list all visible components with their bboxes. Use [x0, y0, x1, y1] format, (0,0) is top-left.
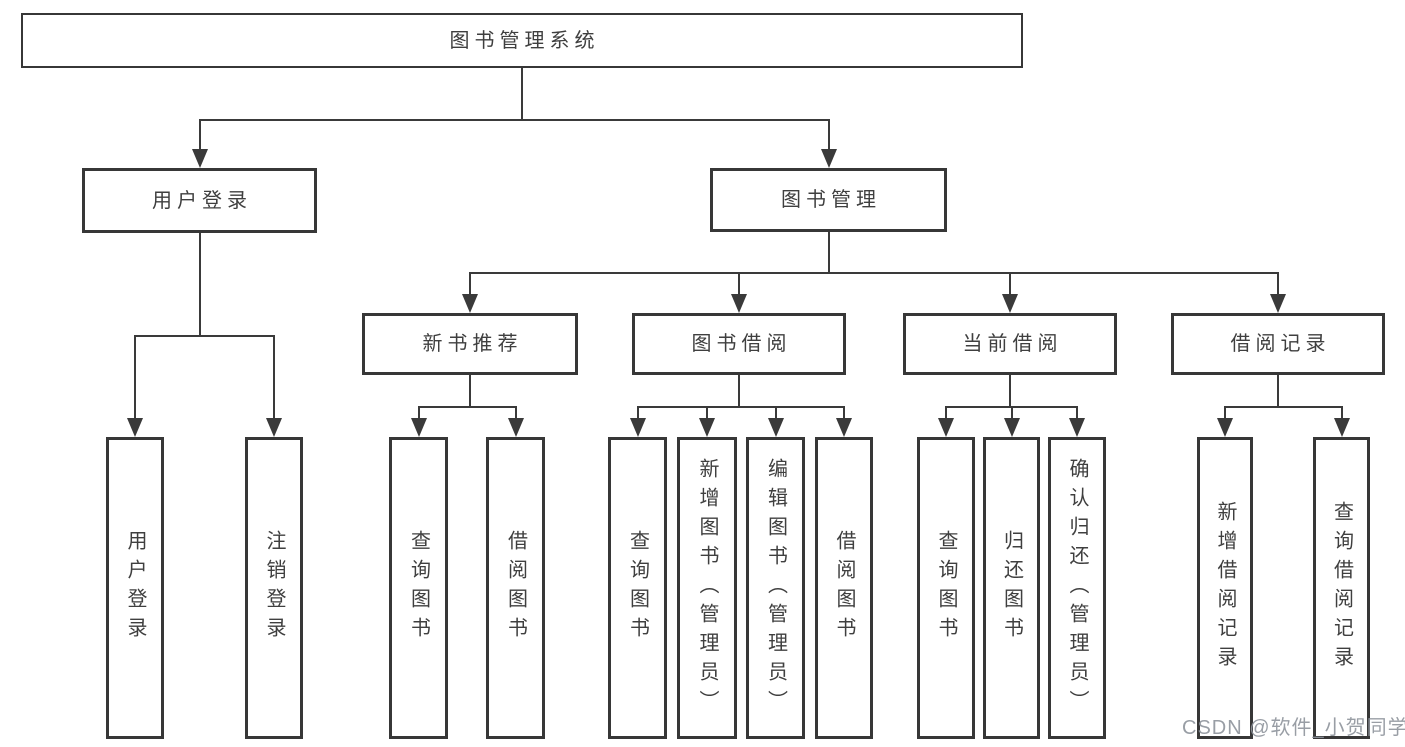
arrowhead-book-management [820, 149, 837, 168]
node-leaf-nb-borrow-books: 借阅图书 [486, 437, 545, 739]
arrowhead-leaf-bb-add-books [699, 418, 715, 437]
arrowhead-leaf-bb-edit-books [767, 418, 784, 437]
node-borrowing-records: 借阅记录 [1171, 313, 1385, 375]
arrowhead-new-book-recommend [462, 294, 478, 313]
connector-bus-book-borrowing [636, 406, 845, 408]
node-label-leaf-bb-edit-books: 编辑图书（管理员） [764, 457, 787, 719]
arrowhead-leaf-br-query-record [1333, 418, 1350, 437]
connector-drop-user-login [198, 119, 201, 149]
connector-bus-user-login [134, 335, 275, 337]
node-label-leaf-cb-return-books: 归还图书 [1000, 530, 1023, 646]
node-label-leaf-cb-confirm-return: 确认归还（管理员） [1066, 457, 1088, 719]
arrowhead-current-borrowing [1002, 294, 1018, 313]
connector-drop-new-book-recommend [469, 272, 471, 294]
node-current-borrowing: 当前借阅 [903, 313, 1117, 375]
node-label-borrowing-records: 借阅记录 [1230, 333, 1331, 355]
node-label-leaf-nb-borrow-books: 借阅图书 [504, 530, 527, 646]
connector-drop-leaf-br-add-record [1224, 406, 1226, 418]
connector-stem-new-book-recommend [469, 375, 471, 406]
node-book-management: 图书管理 [710, 168, 947, 232]
connector-drop-book-management [827, 119, 830, 149]
connector-drop-current-borrowing [1009, 272, 1011, 294]
node-label-leaf-nb-query-books: 查询图书 [407, 530, 430, 646]
node-label-leaf-bb-query-books: 查询图书 [626, 530, 649, 646]
node-leaf-logout: 注销登录 [245, 437, 303, 739]
node-leaf-cb-confirm-return: 确认归还（管理员） [1048, 437, 1106, 739]
node-leaf-br-query-record: 查询借阅记录 [1313, 437, 1370, 739]
arrowhead-leaf-user-login [127, 418, 143, 437]
node-leaf-bb-borrow-books: 借阅图书 [815, 437, 873, 739]
connector-drop-leaf-cb-confirm-return [1076, 406, 1078, 418]
node-leaf-bb-query-books: 查询图书 [608, 437, 667, 739]
node-book-borrowing: 图书借阅 [632, 313, 846, 375]
node-root: 图书管理系统 [21, 13, 1023, 68]
arrowhead-leaf-cb-return-books [1003, 418, 1020, 437]
node-label-root: 图书管理系统 [449, 29, 600, 52]
arrowhead-leaf-bb-borrow-books [836, 418, 852, 437]
connector-drop-borrowing-records [1277, 272, 1279, 294]
node-label-leaf-cb-query-books: 查询图书 [935, 530, 957, 646]
node-leaf-bb-edit-books: 编辑图书（管理员） [746, 437, 805, 739]
node-label-book-borrowing: 图书借阅 [691, 333, 792, 355]
arrowhead-leaf-br-add-record [1217, 418, 1233, 437]
node-label-leaf-bb-add-books: 新增图书（管理员） [696, 457, 718, 719]
connector-bus-root [198, 119, 830, 121]
node-label-leaf-br-query-record: 查询借阅记录 [1330, 501, 1353, 675]
connector-drop-leaf-nb-borrow-books [514, 406, 517, 418]
node-label-user-login: 用户登录 [152, 189, 252, 212]
arrowhead-borrowing-records [1270, 294, 1286, 313]
node-label-new-book-recommend: 新书推荐 [422, 333, 523, 355]
connector-drop-leaf-br-query-record [1340, 406, 1343, 418]
arrowhead-leaf-bb-query-books [629, 418, 646, 437]
node-label-current-borrowing: 当前借阅 [962, 333, 1063, 355]
arrowhead-leaf-nb-borrow-books [507, 418, 524, 437]
connector-stem-current-borrowing [1009, 375, 1011, 406]
arrowhead-leaf-logout [266, 418, 282, 437]
arrowhead-user-login [191, 149, 208, 168]
node-leaf-br-add-record: 新增借阅记录 [1197, 437, 1253, 739]
connector-stem-book-borrowing [738, 375, 740, 406]
connector-bus-book-management [469, 272, 1279, 274]
connector-stem-user-login [198, 233, 201, 335]
connector-drop-leaf-cb-query-books [945, 406, 947, 418]
arrowhead-book-borrowing [731, 294, 747, 313]
connector-stem-borrowing-records [1277, 375, 1279, 406]
connector-bus-new-book-recommend [417, 406, 517, 408]
node-leaf-user-login: 用户登录 [106, 437, 164, 739]
connector-stem-book-management [827, 232, 830, 272]
node-leaf-cb-query-books: 查询图书 [917, 437, 975, 739]
arrowhead-leaf-cb-query-books [938, 418, 954, 437]
node-label-leaf-bb-borrow-books: 借阅图书 [833, 530, 855, 646]
node-label-leaf-user-login: 用户登录 [124, 530, 146, 646]
connector-drop-leaf-bb-edit-books [774, 406, 777, 418]
node-leaf-cb-return-books: 归还图书 [983, 437, 1040, 739]
arrowhead-leaf-nb-query-books [410, 418, 427, 437]
csdn-watermark: CSDN @软件_小贺同学 [1182, 717, 1405, 739]
connector-drop-leaf-nb-query-books [417, 406, 420, 418]
connector-drop-leaf-bb-query-books [636, 406, 639, 418]
node-leaf-bb-add-books: 新增图书（管理员） [677, 437, 737, 739]
connector-drop-leaf-cb-return-books [1010, 406, 1013, 418]
arrowhead-leaf-cb-confirm-return [1069, 418, 1085, 437]
node-new-book-recommend: 新书推荐 [362, 313, 578, 375]
connector-drop-leaf-user-login [134, 335, 136, 418]
node-label-leaf-br-add-record: 新增借阅记录 [1214, 501, 1236, 675]
connector-stem-root [521, 68, 523, 119]
node-label-leaf-logout: 注销登录 [263, 530, 285, 646]
connector-drop-leaf-bb-add-books [706, 406, 708, 418]
node-label-book-management: 图书管理 [781, 189, 881, 211]
connector-drop-book-borrowing [738, 272, 740, 294]
connector-bus-borrowing-records [1224, 406, 1343, 408]
node-leaf-nb-query-books: 查询图书 [389, 437, 448, 739]
node-user-login: 用户登录 [82, 168, 317, 233]
connector-drop-leaf-bb-borrow-books [843, 406, 845, 418]
connector-drop-leaf-logout [273, 335, 275, 418]
